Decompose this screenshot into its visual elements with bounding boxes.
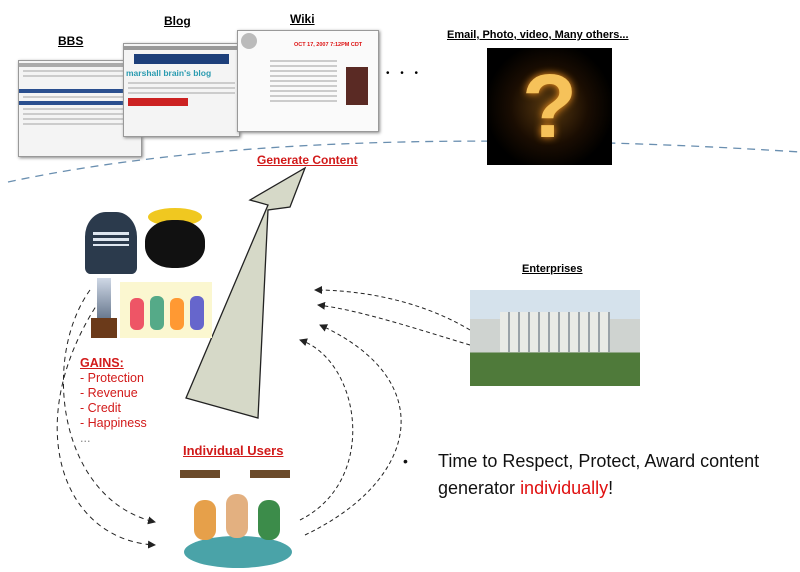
pot-of-gold-image — [140, 200, 210, 272]
gains-arrow-2 — [56, 299, 156, 549]
enterprise-arrow-1 — [314, 286, 471, 331]
fireworks-question-image: ? — [487, 48, 612, 165]
generate-content-label: Generate Content — [257, 153, 358, 167]
bbs-label: BBS — [58, 34, 84, 48]
gain-item: - Protection — [80, 371, 144, 385]
gains-title: GAINS: — [80, 356, 124, 370]
gain-item: - Happiness — [80, 416, 147, 430]
gains-arrow-1 — [62, 289, 156, 525]
message-highlight: individually — [520, 478, 609, 498]
enterprise-building-image — [470, 290, 640, 386]
bbs-screenshot — [18, 60, 142, 157]
happy-kids-image — [120, 282, 212, 338]
individual-users-image — [180, 466, 296, 570]
message-line-2: generator — [438, 478, 521, 498]
dashed-boundary-arc — [7, 140, 800, 183]
gain-item: - Credit — [80, 401, 121, 415]
individual-users-label: Individual Users — [183, 443, 284, 458]
blog-label: Blog — [164, 14, 191, 28]
gain-item: - Revenue — [80, 386, 138, 400]
key-message: • Time to Respect, Protect, Award conten… — [403, 451, 760, 498]
others-label: Email, Photo, video, Many others... — [447, 29, 629, 41]
protection-helmet-image — [85, 212, 137, 274]
enterprise-arrow-2 — [317, 301, 471, 346]
wiki-screenshot: OCT 17, 2007 7:12PM CDT — [237, 30, 379, 132]
enterprises-label: Enterprises — [522, 263, 583, 275]
generate-content-arrow — [185, 166, 307, 419]
trophy-image — [87, 276, 121, 340]
blog-title: marshall brain's blog — [126, 68, 212, 78]
message-line-1: Time to Respect, Protect, Award content — [438, 451, 760, 471]
wiki-date: OCT 17, 2007 7:12PM CDT — [294, 42, 363, 48]
wiki-label: Wiki — [290, 12, 315, 26]
message-suffix: ! — [608, 478, 614, 498]
blog-screenshot: marshall brain's blog — [123, 43, 240, 137]
users-arrow-1 — [299, 338, 354, 521]
gain-item: ... — [80, 431, 91, 445]
users-arrow-2 — [304, 324, 402, 536]
gains-list: GAINS: - Protection - Revenue - Credit -… — [80, 356, 147, 446]
more-ellipsis: • • • — [386, 68, 423, 79]
